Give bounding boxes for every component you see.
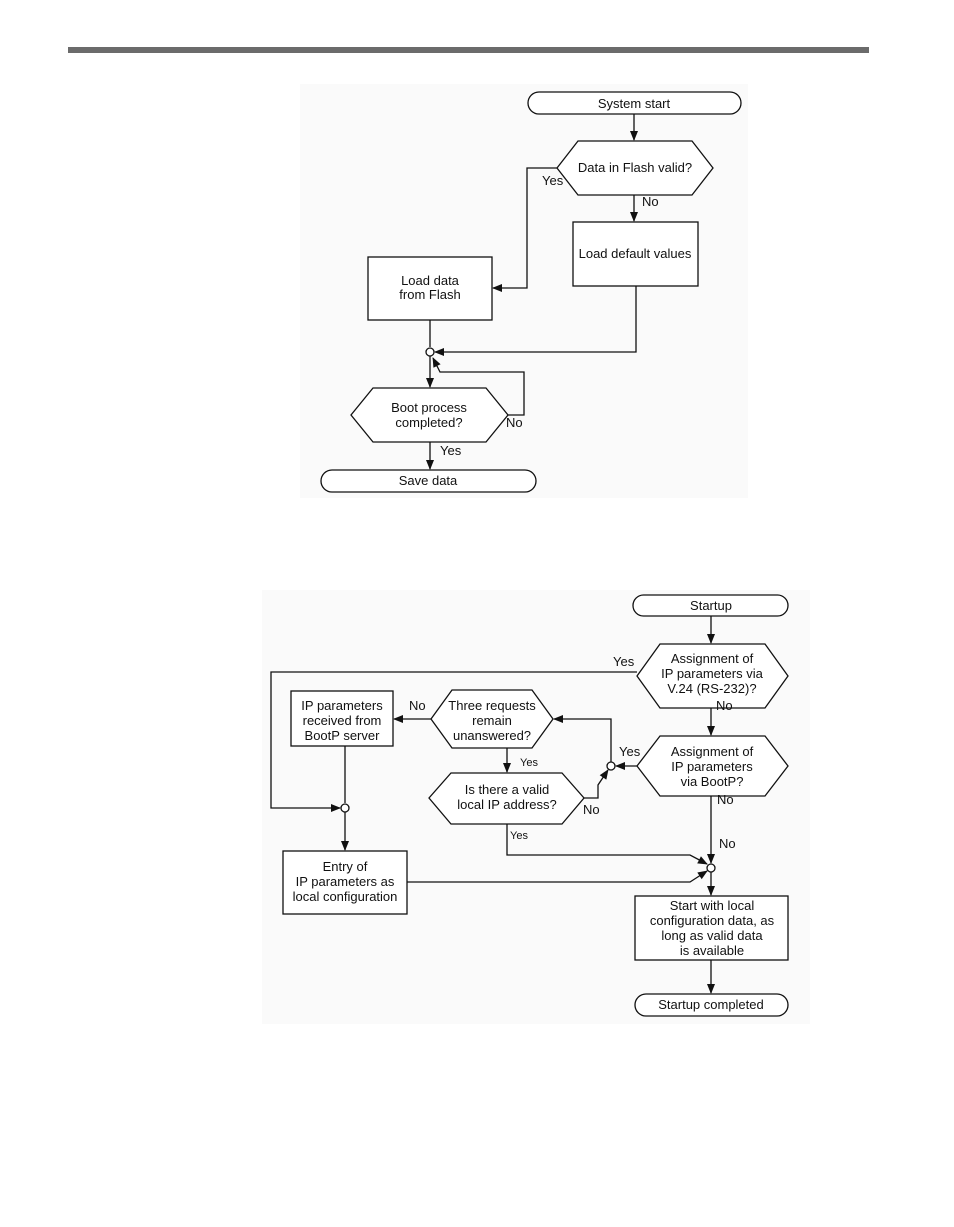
label-no-2: No: [506, 415, 523, 430]
edge-boot-no-loop: [432, 357, 525, 416]
label-v24-3: V.24 (RS-232)?: [667, 681, 756, 696]
label-valid-2: local IP address?: [457, 797, 557, 812]
junction-1: [425, 347, 435, 357]
label-yes-requests: Yes: [520, 757, 538, 769]
label-load-flash-2: from Flash: [399, 287, 460, 302]
label-start-local-4: is available: [680, 943, 744, 958]
process-start-local: [634, 895, 789, 961]
label-startup: Startup: [690, 598, 732, 613]
edge-load-default-to-junction: [434, 286, 637, 356]
label-bootp-2: IP parameters: [671, 759, 753, 774]
edge-v24-yes-to-junction-left: [270, 671, 637, 812]
label-load-flash-1: Load data: [401, 273, 460, 288]
label-entry-3: local configuration: [293, 889, 398, 904]
process-load-flash: [367, 256, 493, 321]
edge-junction-to-requests: [553, 715, 612, 762]
label-boot-1: Boot process: [391, 400, 467, 415]
label-no-bootp-2: No: [719, 836, 736, 851]
label-boot-2: completed?: [395, 415, 462, 430]
label-no-requests: No: [409, 698, 426, 713]
label-no-bootp: No: [717, 792, 734, 807]
label-bootp-3: via BootP?: [681, 774, 744, 789]
label-v24-1: Assignment of: [671, 651, 754, 666]
label-v24-2: IP parameters via: [661, 666, 763, 681]
junction-right: [706, 863, 716, 873]
label-requests-1: Three requests: [448, 698, 536, 713]
label-received-2: received from: [303, 713, 382, 728]
label-received-1: IP parameters: [301, 698, 383, 713]
process-load-default: [572, 221, 699, 287]
label-valid-1: Is there a valid: [465, 782, 550, 797]
junction-middle: [606, 761, 616, 771]
label-start-local-3: long as valid data: [661, 928, 763, 943]
terminator-save-data: [320, 469, 537, 493]
flowchart-2: [270, 594, 789, 1017]
label-no-1: No: [642, 194, 659, 209]
label-system-start: System start: [598, 96, 671, 111]
junction-left: [340, 803, 350, 813]
edge-valid-yes-to-junction: [506, 824, 708, 865]
header-rule: [68, 47, 869, 53]
label-startup-completed: Startup completed: [658, 997, 764, 1012]
decision-valid-ip: [428, 772, 585, 825]
label-start-local-2: configuration data, as: [650, 913, 775, 928]
label-requests-3: unanswered?: [453, 728, 531, 743]
label-entry-1: Entry of: [323, 859, 368, 874]
label-yes-v24: Yes: [613, 654, 635, 669]
edge-valid-no-loop: [584, 769, 609, 799]
label-yes-1: Yes: [542, 173, 564, 188]
decision-v24: [636, 643, 789, 709]
edge-entry-to-junction: [407, 870, 708, 883]
label-yes-valid: Yes: [510, 830, 528, 842]
flowchart-1: [320, 91, 742, 493]
flowchart-1-labels: System start Data in Flash valid? Yes No…: [391, 96, 692, 488]
label-save-data: Save data: [399, 473, 458, 488]
label-decision-flash: Data in Flash valid?: [578, 160, 692, 175]
label-received-3: BootP server: [305, 728, 381, 743]
label-yes-2: Yes: [440, 443, 462, 458]
edge-yes-to-load-flash: [492, 167, 557, 292]
label-requests-2: remain: [472, 713, 512, 728]
label-yes-bootp: Yes: [619, 744, 641, 759]
label-entry-2: IP parameters as: [296, 874, 395, 889]
label-no-v24: No: [716, 698, 733, 713]
label-start-local-1: Start with local: [670, 898, 755, 913]
process-entry-local-config: [282, 850, 408, 915]
flowchart-2-labels: Startup Assignment of IP parameters via …: [293, 598, 775, 1012]
label-bootp-1: Assignment of: [671, 744, 754, 759]
label-no-valid: No: [583, 802, 600, 817]
decision-boot-completed: [350, 387, 509, 443]
label-load-default: Load default values: [579, 246, 692, 261]
terminator-startup-completed: [634, 993, 789, 1017]
